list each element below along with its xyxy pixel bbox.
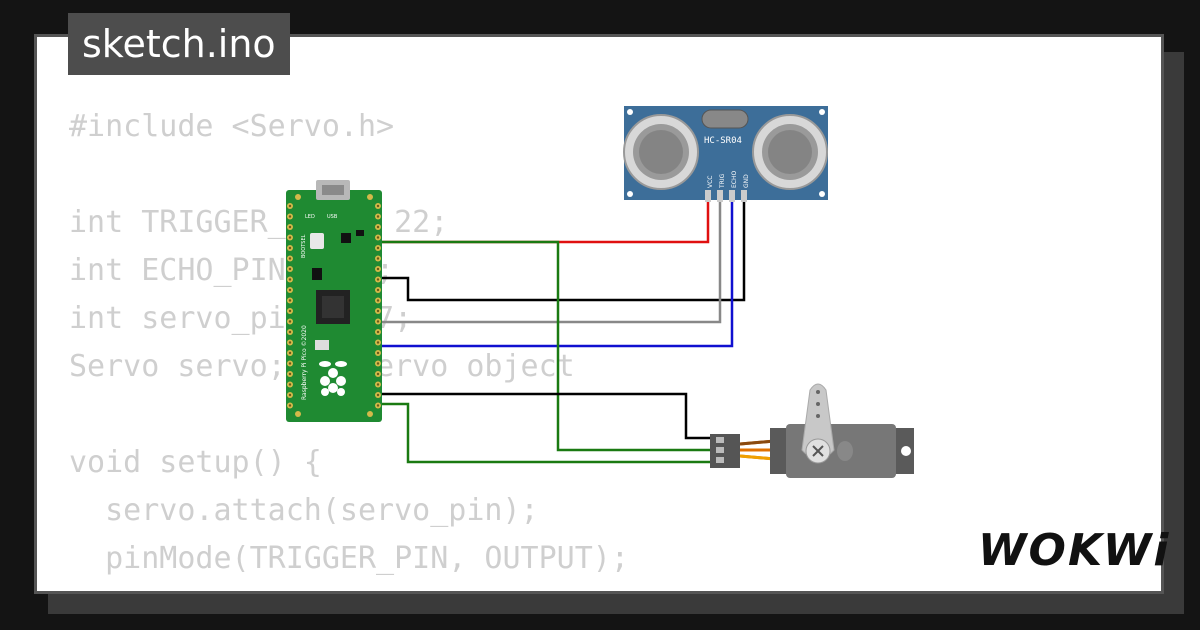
sensor-pin-echo: ECHO <box>731 171 738 188</box>
raspberry-pi-pico[interactable]: LED USB BOOTSEL Raspberry Pi Pico ©2020 <box>286 180 382 422</box>
code-line-8: void setup() { <box>69 445 322 480</box>
wire-servo-gnd-black <box>372 392 712 440</box>
wire-gnd-black <box>372 200 746 302</box>
pico-pins-left <box>287 203 293 409</box>
sensor-label: HC-SR04 <box>704 136 742 146</box>
wires <box>372 200 746 464</box>
wire-servo-signal-green <box>372 402 712 464</box>
code-line-9: servo.attach(servo_pin); <box>69 493 539 528</box>
pico-label-model: Raspberry Pi Pico ©2020 <box>301 325 308 400</box>
pico-pins-right <box>375 203 381 409</box>
code-line-11: pinMode(ECHO_PIN, INPUT); <box>69 583 629 591</box>
raspberry-logo-icon <box>319 361 347 396</box>
code-line-1: #include <Servo.h> <box>69 109 395 144</box>
hc-sr04-sensor[interactable]: HC-SR04 VCC TRIG ECHO GND <box>623 106 828 202</box>
pico-label-bootsel: BOOTSEL <box>301 234 307 258</box>
pico-label-led: LED <box>305 214 315 220</box>
code-line-3: int TRIGGER_PIN = 22; <box>69 205 449 240</box>
sensor-pin-trig: TRIG <box>719 173 726 189</box>
wire-trig-gray <box>372 200 722 324</box>
wokwi-logo: WOKWi <box>978 525 1171 576</box>
servo-connector-icon <box>710 434 740 468</box>
wire-vcc-red <box>372 200 710 244</box>
code-background: #include <Servo.h>int TRIGGER_PIN = 22;i… <box>69 103 629 591</box>
sensor-pin-gnd: GND <box>743 174 750 188</box>
code-line-10: pinMode(TRIGGER_PIN, OUTPUT); <box>69 541 629 576</box>
bootsel-button-icon <box>310 233 324 249</box>
preview-card: #include <Servo.h>int TRIGGER_PIN = 22;i… <box>34 34 1164 594</box>
file-tab[interactable]: sketch.ino <box>68 13 290 75</box>
pico-label-usb: USB <box>327 214 338 220</box>
wire-echo-blue <box>372 200 734 348</box>
servo-motor[interactable] <box>710 383 914 478</box>
wire-servo-power-green <box>372 240 712 452</box>
sensor-pin-vcc: VCC <box>707 176 714 188</box>
code-line-6: Servo servo; // servo object <box>69 349 575 384</box>
